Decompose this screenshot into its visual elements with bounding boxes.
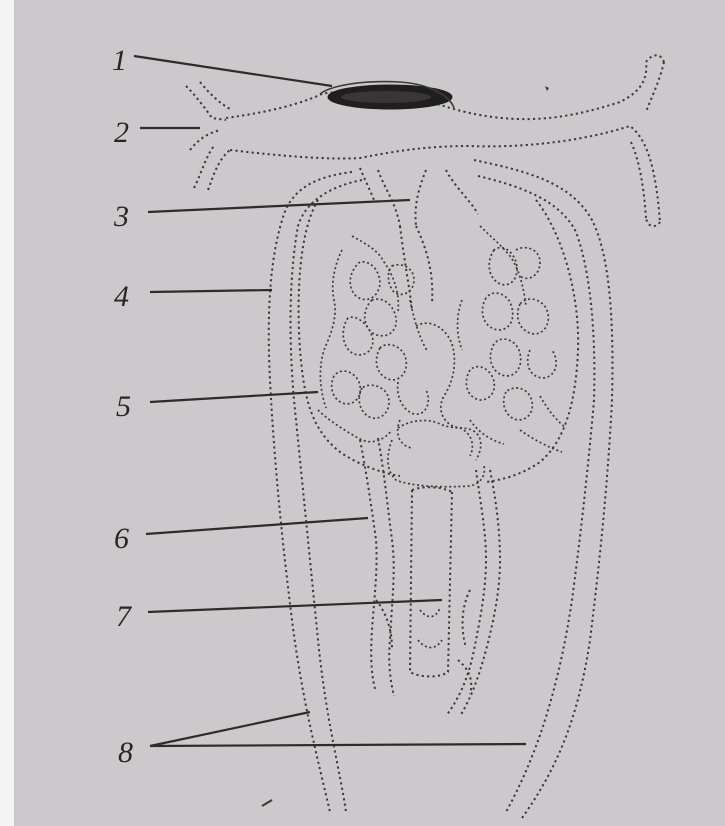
lower-vessels — [360, 438, 500, 716]
label-7: 7 — [116, 600, 133, 633]
leader-3 — [148, 200, 410, 212]
label-3: 3 — [113, 200, 129, 233]
leader-8a — [150, 712, 310, 746]
leader-1 — [134, 56, 332, 86]
label-2: 2 — [114, 116, 129, 149]
right-network — [458, 226, 567, 452]
leader-7 — [148, 600, 442, 612]
left-network — [318, 236, 428, 448]
label-5: 5 — [116, 390, 131, 423]
number-labels: 1 2 3 4 5 6 7 8 — [112, 44, 133, 769]
top-vessel — [186, 55, 664, 226]
label-4: 4 — [114, 280, 129, 313]
stray-mark — [262, 800, 272, 806]
label-1: 1 — [112, 44, 127, 77]
central-tube — [410, 487, 452, 676]
label-8: 8 — [118, 736, 133, 769]
leader-8b — [150, 744, 526, 746]
leader-lines — [134, 56, 526, 746]
stray-mark — [545, 86, 549, 91]
leader-6 — [146, 518, 368, 534]
central-stem — [360, 168, 478, 310]
leader-4 — [150, 290, 272, 292]
label-6: 6 — [114, 522, 129, 555]
